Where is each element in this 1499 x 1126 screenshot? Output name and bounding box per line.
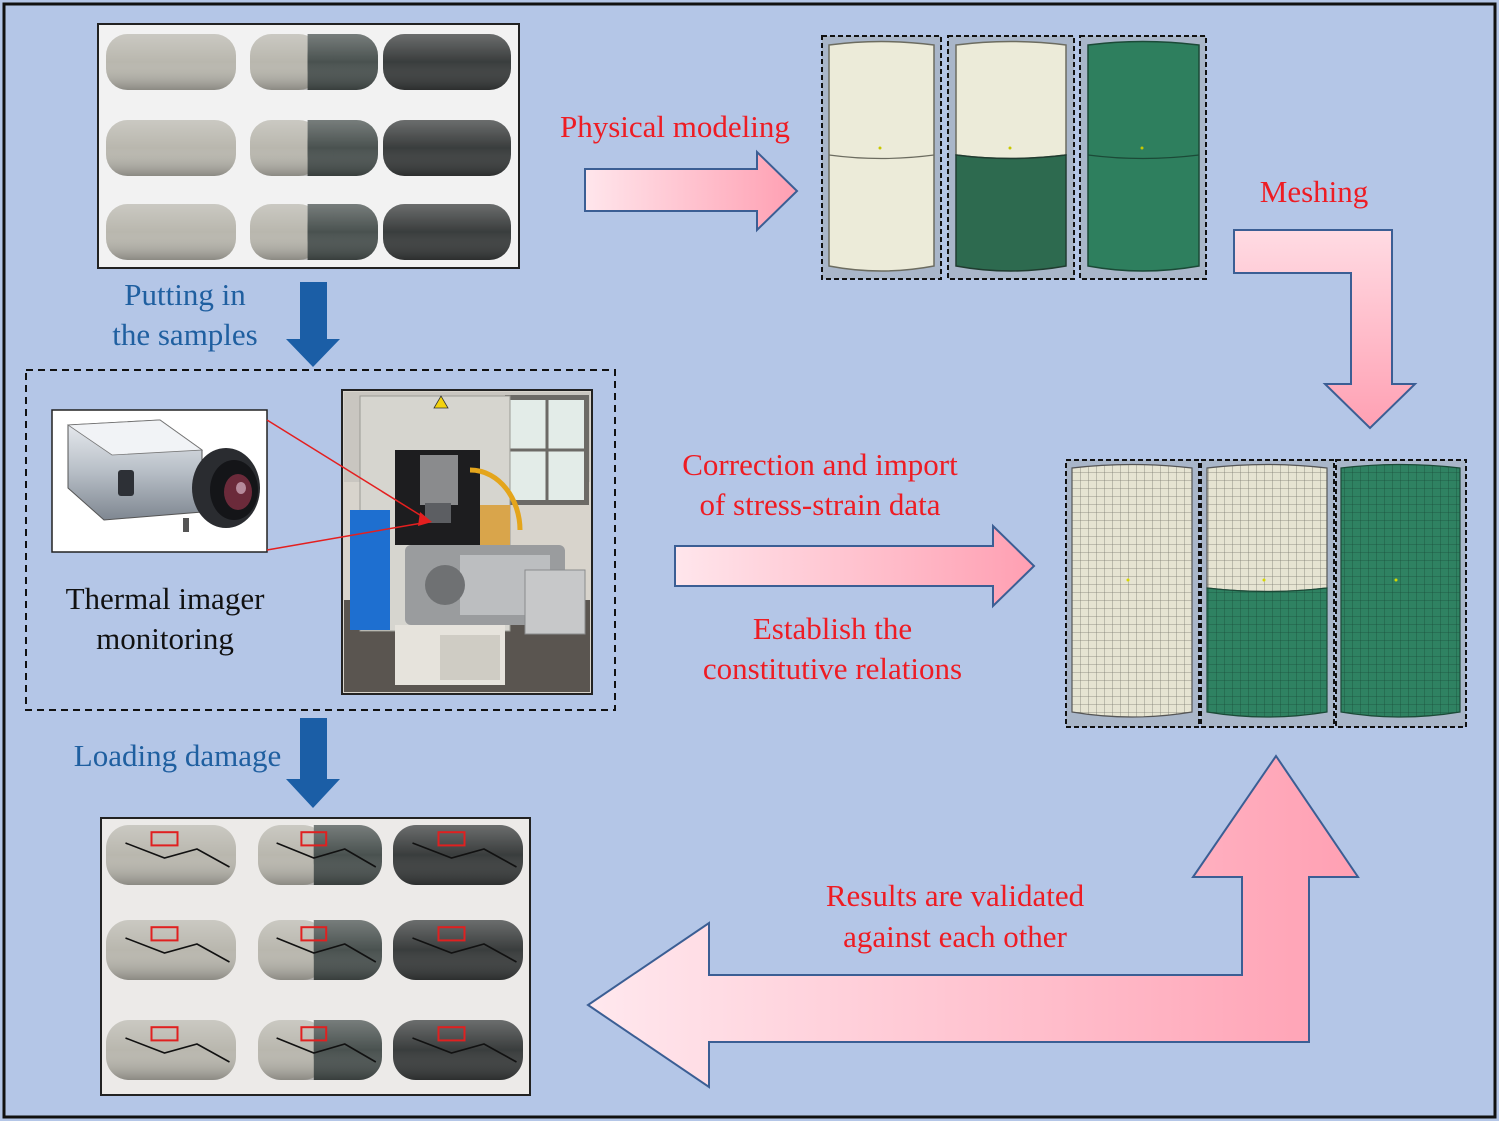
thermal-camera-icon <box>51 409 268 553</box>
meshed-cylinder-composite <box>1206 463 1328 718</box>
intact-sample-cement <box>106 204 236 260</box>
meshed-cylinder-coal <box>1340 463 1461 718</box>
meshed-models <box>1065 459 1467 728</box>
label-establish-line2: constitutive relations <box>702 651 963 686</box>
pointer-line-bottom <box>266 521 429 551</box>
label-meshing: Meshing <box>1259 174 1369 209</box>
model-cylinder-cement <box>828 40 935 272</box>
label-loading-damage: Loading damage <box>73 738 282 773</box>
compression-test-machine-photo <box>341 389 593 695</box>
model-cylinder-composite <box>955 40 1067 272</box>
label-results-line1: Results are validated <box>825 878 1085 913</box>
damaged-samples-photo <box>100 817 531 1096</box>
label-correction-line2: of stress-strain data <box>699 487 941 522</box>
intact-sample-composite <box>250 120 378 176</box>
intact-sample-cement <box>106 120 236 176</box>
damaged-sample-composite <box>258 825 382 885</box>
damaged-sample-coal <box>393 1020 523 1080</box>
physical-modeling-arrow <box>584 149 799 233</box>
label-thermal-line2: monitoring <box>96 621 234 656</box>
model-cylinder-coal <box>1087 40 1200 272</box>
label-establish-line1: Establish the <box>752 611 913 646</box>
damaged-sample-composite <box>258 920 382 980</box>
damaged-sample-coal <box>393 825 523 885</box>
label-thermal-line1: Thermal imager <box>65 581 265 616</box>
physical-models <box>821 35 1207 280</box>
label-correction-line1: Correction and import <box>682 447 958 482</box>
damaged-sample-cement <box>106 920 236 980</box>
label-putting-in-line1: Putting in <box>124 277 246 312</box>
label-putting-in-line2: the samples <box>112 317 258 352</box>
intact-sample-cement <box>106 34 236 90</box>
correction-arrow <box>674 523 1036 609</box>
damaged-sample-cement <box>106 825 236 885</box>
pointer-line-top <box>266 419 429 521</box>
pointer-arrowhead <box>418 512 432 526</box>
damaged-sample-cement <box>106 1020 236 1080</box>
damaged-sample-coal <box>393 920 523 980</box>
intact-sample-coal <box>383 34 511 90</box>
meshed-cylinder-cement <box>1071 463 1193 718</box>
label-physical-modeling: Physical modeling <box>560 109 790 144</box>
putting-in-down-arrow <box>286 282 340 367</box>
damaged-sample-composite <box>258 1020 382 1080</box>
intact-sample-composite <box>250 34 378 90</box>
label-results-line2: against each other <box>843 919 1067 954</box>
intact-sample-coal <box>383 120 511 176</box>
intact-sample-coal <box>383 204 511 260</box>
intact-samples-photo <box>97 23 520 269</box>
loading-damage-down-arrow <box>286 718 340 808</box>
meshing-arrow <box>1233 229 1418 430</box>
validation-arrow <box>586 754 1360 1089</box>
testing-setup-box <box>25 369 616 711</box>
intact-sample-composite <box>250 204 378 260</box>
